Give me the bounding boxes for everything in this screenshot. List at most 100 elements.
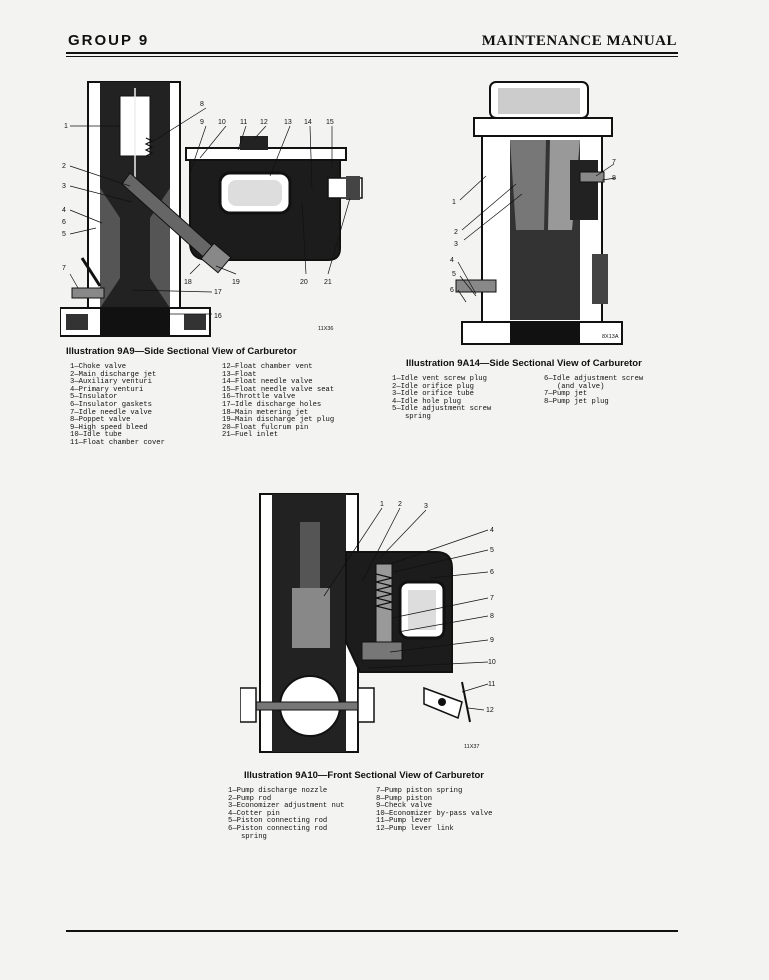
legend-item: 19—Main discharge jet plug xyxy=(222,416,335,425)
callout-7: 7 xyxy=(62,265,66,272)
carburetor-side-section-figure-9a14: 1 2 3 4 5 6 7 8 8X13A xyxy=(450,81,623,345)
legend-item: spring xyxy=(392,412,431,421)
callout-6: 6 xyxy=(62,219,66,226)
figure-caption-9a14: Illustration 9A14—Side Sectional View of… xyxy=(406,358,642,369)
callout-5: 5 xyxy=(62,231,66,238)
legend-item: 2—Main discharge jet xyxy=(70,370,157,379)
legend-item: 4—Idle hole plug xyxy=(392,397,462,406)
callout-7: 7 xyxy=(612,159,616,166)
carburetor-front-section-figure-9a10: 1 2 3 4 5 6 7 8 9 10 11 12 11X37 xyxy=(240,493,496,753)
figure-code-9a14: 8X13A xyxy=(602,334,619,340)
legend-item: 9—Check valve xyxy=(376,802,433,811)
legend-item: 3—Economizer adjustment nut xyxy=(228,802,345,811)
callout-2: 2 xyxy=(454,229,458,236)
legend-item: 12—Float chamber vent xyxy=(222,363,313,371)
callout-12: 12 xyxy=(486,707,494,714)
callout-20: 20 xyxy=(300,279,308,286)
legend-item: 2—Idle orifice plug xyxy=(392,382,474,391)
figure-caption-9a10: Illustration 9A10—Front Sectional View o… xyxy=(244,770,485,781)
callout-8: 8 xyxy=(490,613,494,620)
legend-item: 21—Fuel inlet xyxy=(222,431,279,440)
callout-3: 3 xyxy=(424,503,428,510)
legend-item: 13—Float xyxy=(222,370,257,379)
legend-item: 1—Pump discharge nozzle xyxy=(228,787,328,795)
callout-2: 2 xyxy=(398,501,402,508)
legend-item: 11—Float chamber cover xyxy=(70,438,165,447)
legend-item: 6—Insulator gaskets xyxy=(70,400,152,409)
callout-18: 18 xyxy=(184,279,192,286)
legend-item: 9—High speed bleed xyxy=(70,423,148,432)
callout-19: 19 xyxy=(232,279,240,286)
legend-item: 8—Pump piston xyxy=(376,794,433,803)
legend-item: 5—Idle adjustment screw xyxy=(392,405,492,414)
legend-item: 7—Pump piston spring xyxy=(376,787,463,795)
legend-item: 5—Insulator xyxy=(70,393,118,402)
page-group-label: GROUP 9 xyxy=(68,32,150,49)
manual-title: MAINTENANCE MANUAL xyxy=(481,33,677,49)
callout-11: 11 xyxy=(240,119,247,126)
callout-4: 4 xyxy=(62,207,66,214)
callout-16: 16 xyxy=(214,313,222,320)
callout-13: 13 xyxy=(284,119,292,126)
legend-item: 8—Pump jet plug xyxy=(544,397,609,406)
legend-item: 16—Throttle valve xyxy=(222,393,296,402)
callout-11: 11 xyxy=(488,681,495,688)
legend-item: 20—Float fulcrum pin xyxy=(222,423,309,432)
legend-item: 12—Pump lever link xyxy=(376,824,454,833)
callout-6: 6 xyxy=(450,287,454,294)
callout-5: 5 xyxy=(490,547,494,554)
callout-7: 7 xyxy=(490,595,494,602)
header-rule xyxy=(66,52,678,54)
legend-item: 7—Pump jet xyxy=(544,390,588,399)
legend-item: 1—Idle vent screw plug xyxy=(392,375,487,383)
legend-item: 8—Poppet valve xyxy=(70,416,131,425)
legend-item: 3—Auxiliary venturi xyxy=(70,378,152,387)
callout-10: 10 xyxy=(218,119,226,126)
legend-item: 11—Pump lever xyxy=(376,817,433,826)
legend-item: 14—Float needle valve xyxy=(222,378,313,387)
legend-item: 10—Economizer by-pass valve xyxy=(376,809,493,818)
legend-item: 5—Piston connecting rod xyxy=(228,817,328,826)
callout-6: 6 xyxy=(490,569,494,576)
callout-3: 3 xyxy=(62,183,66,190)
callout-4: 4 xyxy=(490,527,494,534)
callout-8: 8 xyxy=(200,101,204,108)
legend-item: 3—Idle orifice tube xyxy=(392,390,474,399)
callout-10: 10 xyxy=(488,659,496,666)
callout-9: 9 xyxy=(490,637,494,644)
legend-item: 6—Piston connecting rod xyxy=(228,824,328,833)
carburetor-side-section-figure-9a9: 1 2 3 4 5 7 8 9 10 11 12 13 14 15 16 17 … xyxy=(60,81,363,337)
legend-item: 4—Cotter pin xyxy=(228,809,280,818)
callout-1: 1 xyxy=(64,123,68,130)
legend-item: 2—Pump rod xyxy=(228,794,272,803)
legend-item: 18—Main metering jet xyxy=(222,408,309,417)
callout-8: 8 xyxy=(612,175,616,182)
callout-21: 21 xyxy=(324,279,332,286)
callout-1: 1 xyxy=(380,501,384,508)
footer-rule xyxy=(66,930,678,932)
callout-14: 14 xyxy=(304,119,312,126)
figure-legend-9a14-col2: 6—Idle adjustment screw (and valve)7—Pum… xyxy=(544,375,643,406)
legend-item: spring xyxy=(228,832,267,841)
figure-caption-9a9: Illustration 9A9—Side Sectional View of … xyxy=(66,346,297,357)
callout-9: 9 xyxy=(200,119,204,126)
legend-item: 7—Idle needle valve xyxy=(70,408,152,417)
callout-12: 12 xyxy=(260,119,268,126)
legend-item: 17—Idle discharge holes xyxy=(222,400,322,409)
callout-5: 5 xyxy=(452,271,456,278)
header-rule-thin xyxy=(66,56,678,57)
figure-code-9a9: 11X36 xyxy=(318,326,334,332)
legend-item: 1—Choke valve xyxy=(70,363,127,371)
callout-1: 1 xyxy=(452,199,456,206)
legend-item: (and valve) xyxy=(544,382,605,391)
callout-4: 4 xyxy=(450,257,454,264)
callout-17: 17 xyxy=(214,289,222,296)
legend-item: 10—Idle tube xyxy=(70,431,122,440)
legend-item: 4—Primary venturi xyxy=(70,385,144,394)
legend-item: 15—Float needle valve seat xyxy=(222,385,335,394)
callout-3: 3 xyxy=(454,241,458,248)
